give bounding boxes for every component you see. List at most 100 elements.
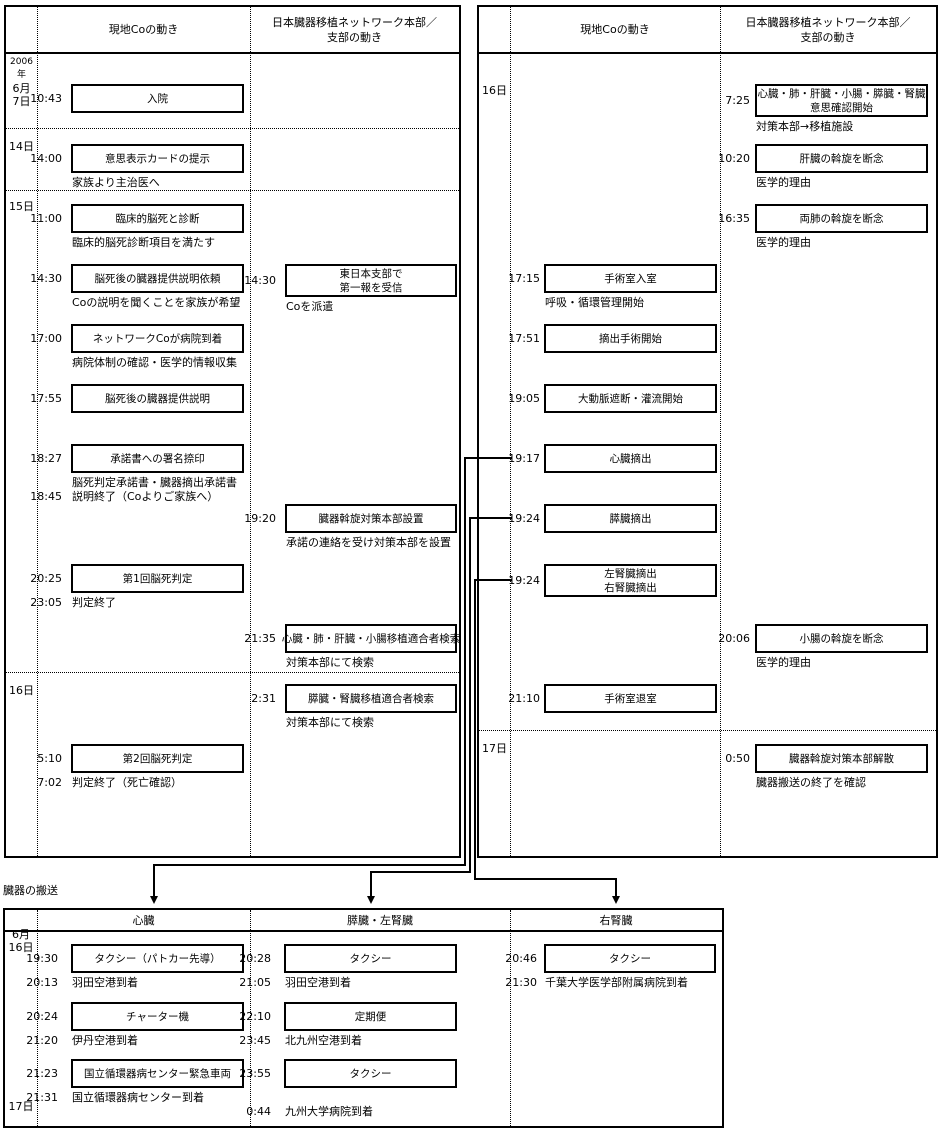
connector-pancreas-drop <box>469 517 471 873</box>
event-box: 国立循環器病センター緊急車両 <box>71 1059 244 1088</box>
event-box-line: タクシー（パトカー先導） <box>94 952 221 965</box>
day-label-line: 14日 <box>9 140 34 153</box>
event-time: 17:51 <box>508 332 540 345</box>
event-box: 臨床的脳死と診断 <box>71 204 244 233</box>
event-time: 19:05 <box>508 392 540 405</box>
event-box: タクシー <box>544 944 716 973</box>
transport-column-header: 右腎臓 <box>510 910 722 930</box>
event-box-line: 心臓摘出 <box>609 452 652 465</box>
note-time: 21:05 <box>239 976 271 989</box>
event-time: 14:30 <box>244 274 276 287</box>
column-header-network-label-line1: 日本臓器移植ネットワーク本部／ <box>272 15 437 29</box>
event-time: 21:35 <box>244 632 276 645</box>
note-time: 23:45 <box>239 1034 271 1047</box>
event-box-line: 第2回脳死判定 <box>122 752 193 765</box>
co-net-column-separator <box>250 7 251 856</box>
event-box: タクシー <box>284 944 457 973</box>
note-text: Coの説明を聞くことを家族が希望 <box>72 296 241 309</box>
event-box: ネットワークCoが病院到着 <box>71 324 244 353</box>
event-time: 18:27 <box>30 452 62 465</box>
connector-heart-run <box>153 864 466 866</box>
event-box-line: 臓器斡旋対策本部設置 <box>318 512 424 525</box>
column-header-local-co-label: 現地Coの動き <box>580 23 650 36</box>
header-bottom-border <box>5 930 722 932</box>
day-label-line: 6月 <box>12 82 31 95</box>
event-time: 11:00 <box>30 212 62 225</box>
header-bottom-border <box>6 52 459 54</box>
event-time: 16:35 <box>718 212 750 225</box>
event-box-line: 左腎臓摘出 <box>604 567 657 580</box>
transport-column-header-label: 心臓 <box>132 913 155 927</box>
event-box-line: 第1回脳死判定 <box>122 572 193 585</box>
column-header-network-label-line2: 支部の動き <box>800 30 856 44</box>
note-text: 伊丹空港到着 <box>72 1034 138 1047</box>
event-box: 手術室入室 <box>544 264 717 293</box>
event-time: 20:46 <box>505 952 537 965</box>
event-time: 7:25 <box>725 94 750 107</box>
note-time: 23:05 <box>30 596 62 609</box>
note-text: 千葉大学医学部附属病院到着 <box>545 976 688 989</box>
note-text: 九州大学病院到着 <box>285 1105 373 1118</box>
transport-column-header-label: 右腎臓 <box>599 913 633 927</box>
event-box: 心臓・肺・肝臓・小腸移植適合者検索 <box>282 624 460 653</box>
event-box-line: 心臓・肺・肝臓・小腸・膵臓・腎臓 <box>757 87 926 100</box>
event-box: チャーター機 <box>71 1002 244 1031</box>
event-box-line: タクシー <box>349 1067 392 1080</box>
note-text: 病院体制の確認・医学的情報収集 <box>72 356 237 369</box>
event-box: 両肺の斡旋を断念 <box>755 204 928 233</box>
event-time: 19:24 <box>508 574 540 587</box>
transport-column-header: 膵臓・左腎臓 <box>250 910 510 930</box>
note-text: 医学的理由 <box>756 236 811 249</box>
day-label-line: 2006年 <box>10 57 33 80</box>
note-text: 判定終了（死亡確認） <box>72 776 182 789</box>
event-box-line: 肝臓の斡旋を断念 <box>799 152 884 165</box>
connector-heart-arrowhead <box>150 896 158 904</box>
note-text: 医学的理由 <box>756 176 811 189</box>
event-box: 脳死後の臓器提供説明 <box>71 384 244 413</box>
event-time: 23:55 <box>239 1067 271 1080</box>
event-box-line: チャーター機 <box>126 1010 189 1023</box>
event-time: 14:30 <box>30 272 62 285</box>
transport-column-header-label: 膵臓・左腎臓 <box>347 913 413 927</box>
note-text: 羽田空港到着 <box>285 976 351 989</box>
connector-pancreas-run <box>370 871 471 873</box>
event-box-line: 第一報を受信 <box>339 281 403 294</box>
date-column-separator <box>510 7 511 856</box>
connector-rkidney-tail <box>615 878 617 898</box>
note-time: 21:20 <box>26 1034 58 1047</box>
note-text: 臨床的脳死診断項目を満たす <box>72 236 215 249</box>
note-text: 北九州空港到着 <box>285 1034 362 1047</box>
note-time: 0:44 <box>246 1105 271 1118</box>
event-box: 手術室退室 <box>544 684 717 713</box>
event-box: タクシー（パトカー先導） <box>71 944 244 973</box>
day-label: 17日 <box>479 742 510 755</box>
event-box-line: 承諾書への署名捺印 <box>110 452 205 465</box>
event-time: 17:00 <box>30 332 62 345</box>
day-label-line: 16日 <box>482 84 507 97</box>
event-box-line: 手術室入室 <box>604 272 657 285</box>
event-box: 臓器斡旋対策本部設置 <box>285 504 457 533</box>
day-label: 16日 <box>479 84 510 97</box>
note-text: 対策本部→移植施設 <box>756 120 854 133</box>
event-box-line: 臓器斡旋対策本部解散 <box>789 752 894 765</box>
event-time: 20:28 <box>239 952 271 965</box>
day-label: 16日 <box>6 684 37 697</box>
event-box-line: 小腸の斡旋を断念 <box>799 632 884 645</box>
event-box-line: タクシー <box>349 952 392 965</box>
pancreas-rkidney-separator <box>510 910 511 1126</box>
event-box: 摘出手術開始 <box>544 324 717 353</box>
day-label: 14日 <box>6 140 37 153</box>
event-time: 5:10 <box>37 752 62 765</box>
day-label-line: 17日 <box>482 742 507 755</box>
connector-pancreas-tail <box>370 871 372 898</box>
event-time: 19:24 <box>508 512 540 525</box>
event-box: 肝臓の斡旋を断念 <box>755 144 928 173</box>
event-box-line: ネットワークCoが病院到着 <box>92 332 223 345</box>
event-time: 10:20 <box>718 152 750 165</box>
note-time: 7:02 <box>37 776 62 789</box>
column-header-local-co: 現地Coの動き <box>37 7 250 52</box>
